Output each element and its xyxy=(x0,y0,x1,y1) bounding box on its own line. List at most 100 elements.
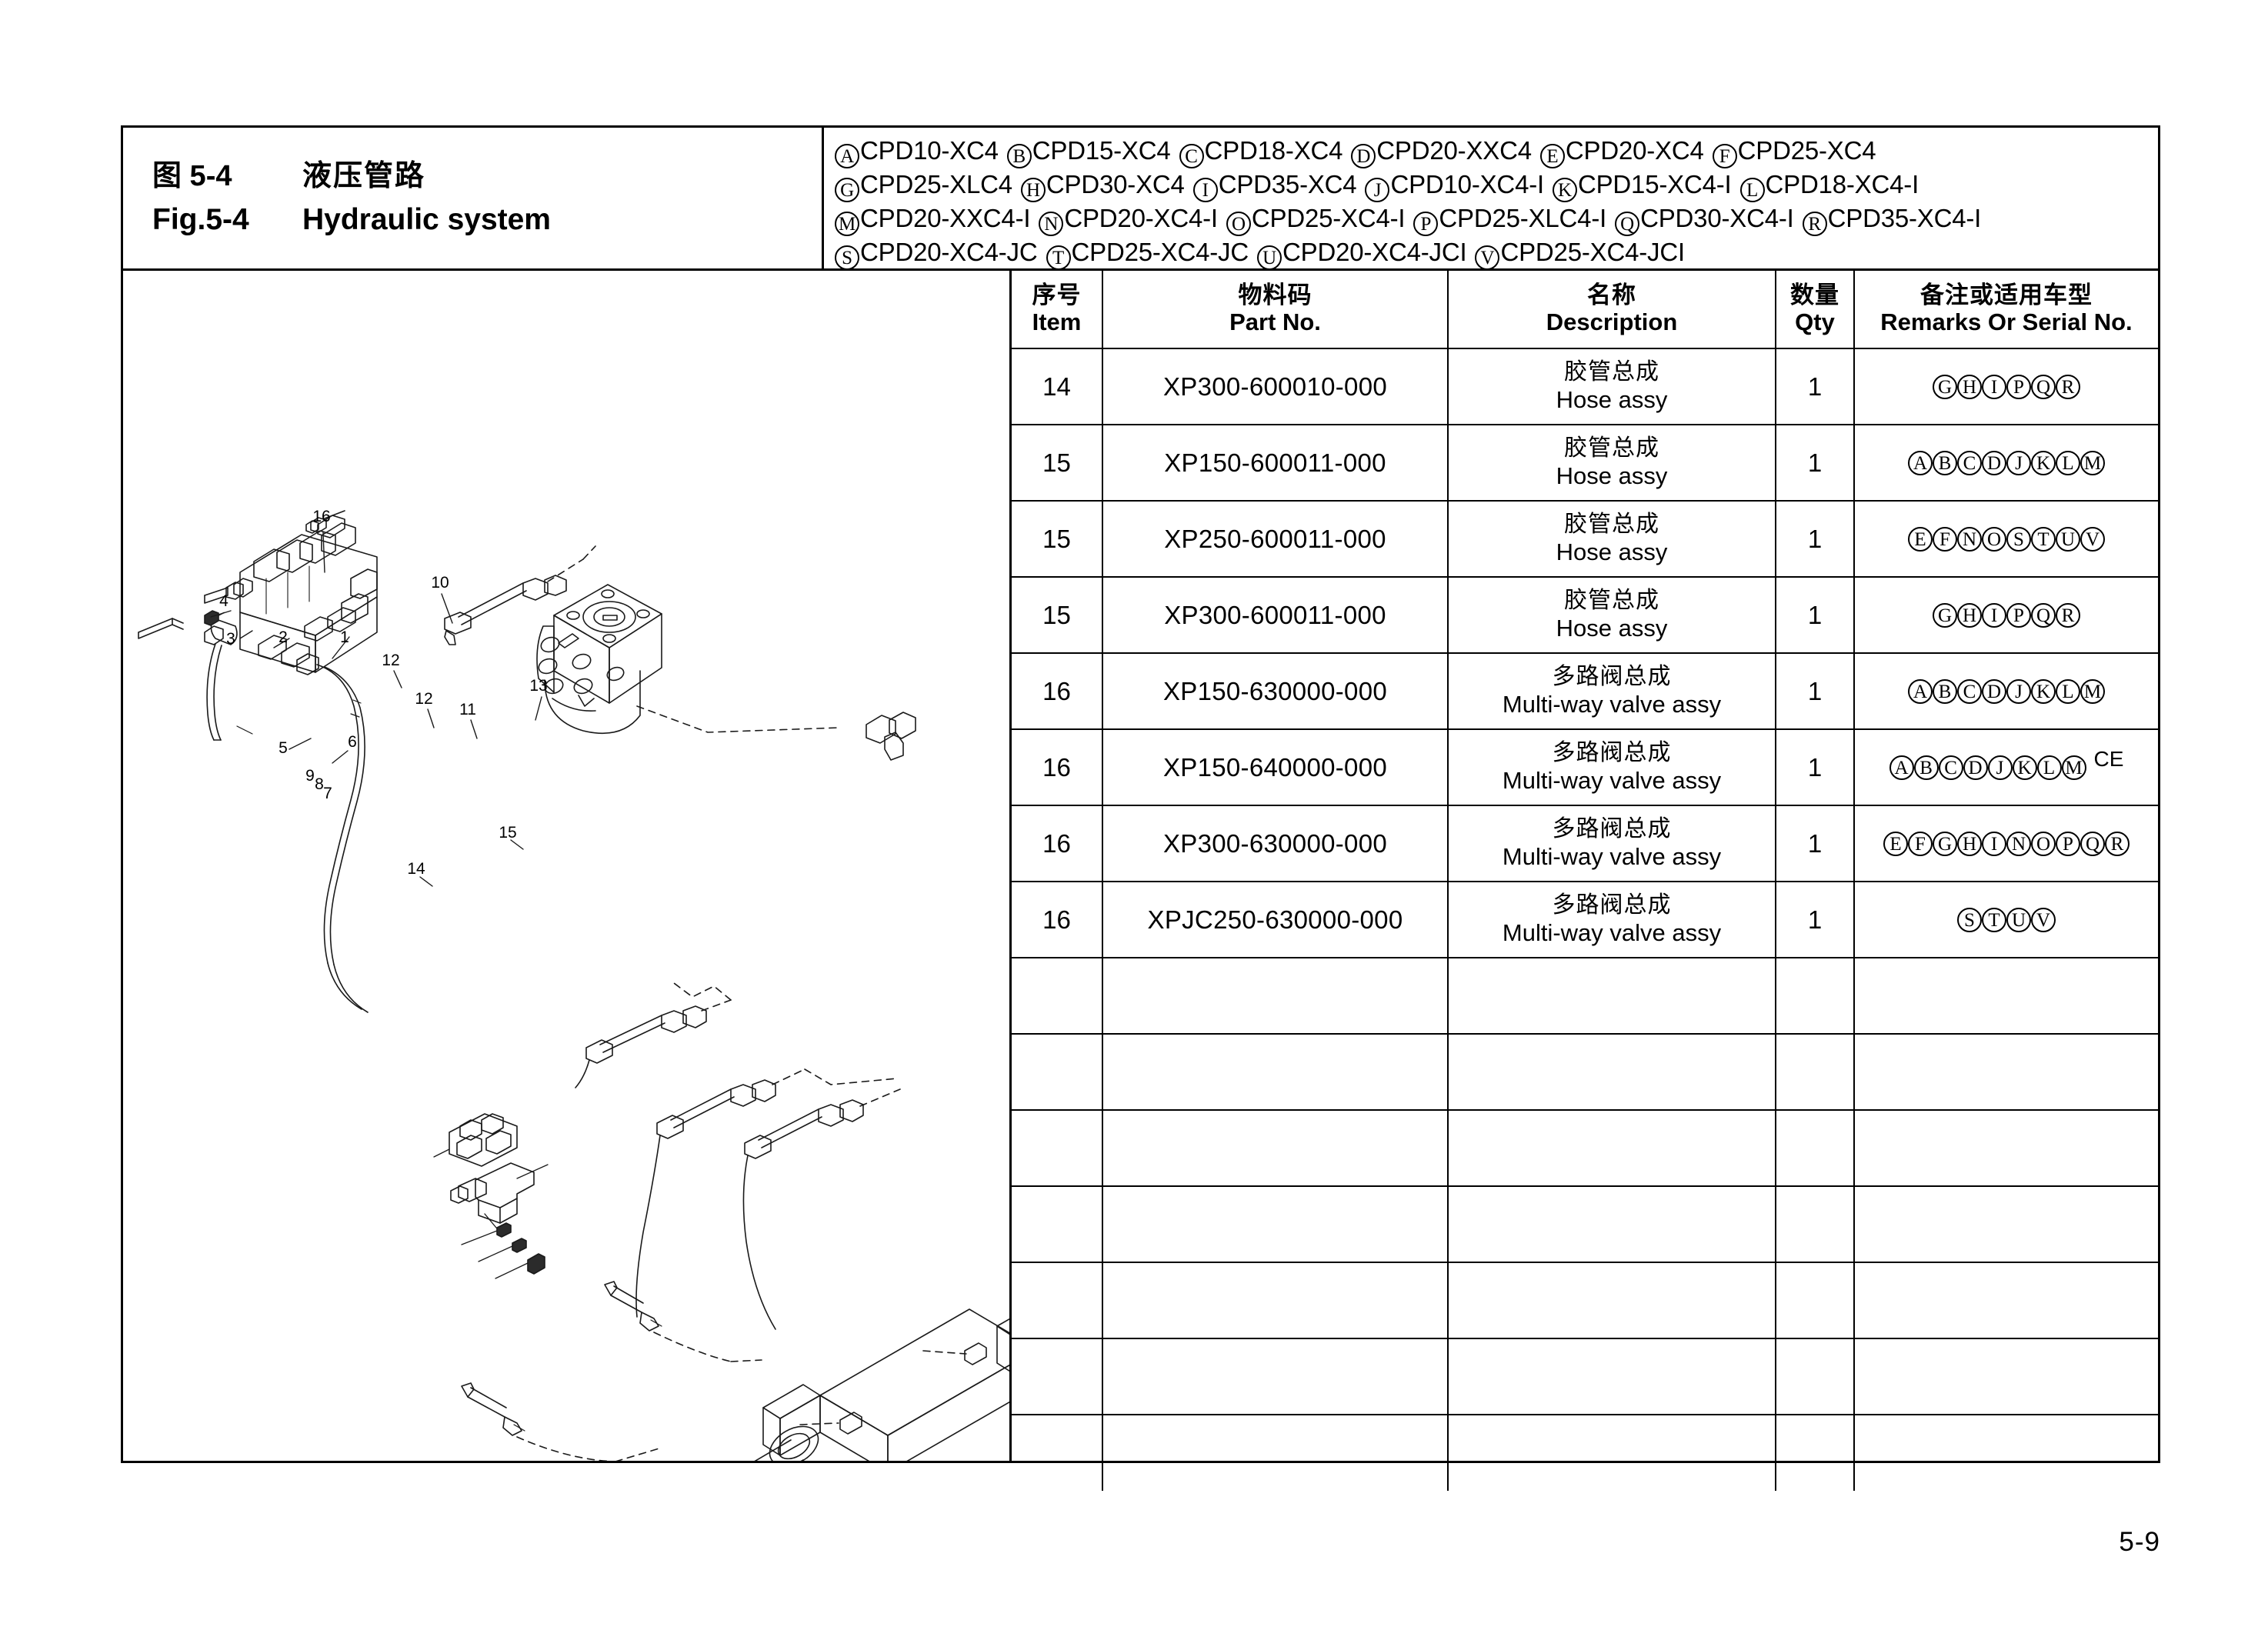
model-code-text: CPD35-XC4-I xyxy=(1827,203,1982,232)
cell-description-empty xyxy=(1448,1262,1776,1339)
model-code-text: CPD25-XLC4 xyxy=(860,169,1012,198)
connector-12b xyxy=(635,1068,898,1318)
hose-15 xyxy=(604,1281,967,1362)
circled-letter-c: C xyxy=(1938,755,1963,780)
circled-letter-m: M xyxy=(835,211,859,236)
cell-part-no-empty xyxy=(1102,958,1449,1035)
cell-qty-empty xyxy=(1776,958,1855,1035)
figure-title-cn-row: 图 5-4 液压管路 xyxy=(152,162,822,191)
circled-letter-t: T xyxy=(2031,526,2056,552)
circled-letter-e: E xyxy=(1539,143,1565,168)
cell-part-no-empty xyxy=(1102,1415,1449,1491)
header-remarks-cn: 备注或适用车型 xyxy=(1920,282,2093,309)
header-remarks-en: Remarks Or Serial No. xyxy=(1880,308,2133,335)
description-en: Multi-way valve assy xyxy=(1502,690,1722,718)
circled-letter-j: J xyxy=(2006,678,2031,704)
cell-part-no: XPJC250-630000-000 xyxy=(1102,882,1449,958)
cell-item-empty xyxy=(1012,1415,1103,1491)
cell-part-no-empty xyxy=(1102,1338,1449,1415)
circled-letter-k: K xyxy=(2012,755,2037,780)
circled-letter-a: A xyxy=(1908,450,1933,475)
circled-letter-f: F xyxy=(1933,526,1957,552)
circled-letter-h: H xyxy=(1957,374,1982,399)
circled-letter-g: G xyxy=(1933,374,1957,399)
cell-item-empty xyxy=(1012,1186,1103,1263)
bracket-6 xyxy=(450,1162,549,1233)
callout-number-3: 3 xyxy=(226,630,235,648)
circled-letter-h: H xyxy=(1020,177,1046,202)
circled-letter-q: Q xyxy=(2031,602,2056,628)
table-row-empty xyxy=(1012,1415,2158,1491)
description-en: Hose assy xyxy=(1556,462,1668,489)
table-row-empty xyxy=(1012,958,2158,1035)
model-code-text: CPD30-XC4-I xyxy=(1640,203,1794,232)
description-cn: 多路阀总成 xyxy=(1552,892,1672,918)
circled-letter-g: G xyxy=(835,177,859,202)
parts-table-pane: 序号 Item 物料码 Part No. 名称 Description 数量 xyxy=(1012,271,2158,1491)
circled-letter-n: N xyxy=(1039,211,1064,236)
header-qty: 数量 Qty xyxy=(1776,271,1855,349)
connector-11 xyxy=(742,1088,901,1330)
cell-qty: 1 xyxy=(1776,653,1855,730)
description-en: Hose assy xyxy=(1556,538,1668,565)
callout-number-10: 10 xyxy=(431,574,449,592)
cell-qty: 1 xyxy=(1776,805,1855,882)
circled-letter-r: R xyxy=(2105,831,2130,856)
circled-letter-i: I xyxy=(1192,177,1218,202)
circled-letter-j: J xyxy=(1987,755,2013,780)
cell-remarks-empty xyxy=(1854,958,2158,1035)
callout-number-13: 13 xyxy=(529,677,547,695)
parts-table-head: 序号 Item 物料码 Part No. 名称 Description 数量 xyxy=(1012,271,2158,349)
header-remarks: 备注或适用车型 Remarks Or Serial No. xyxy=(1854,271,2158,349)
circled-letter-h: H xyxy=(1957,602,1982,628)
circled-letter-o: O xyxy=(2031,831,2056,856)
model-code-text: CPD20-XC4-JC xyxy=(860,237,1038,266)
circled-letter-f: F xyxy=(1712,143,1737,168)
circled-letter-n: N xyxy=(1957,526,1982,552)
cell-description-empty xyxy=(1448,1338,1776,1415)
connector-10 xyxy=(444,545,596,645)
model-code-text: CPD10-XC4 xyxy=(860,135,999,165)
circled-letter-u: U xyxy=(2056,526,2080,552)
circled-letter-l: L xyxy=(2056,450,2080,475)
header-qty-en: Qty xyxy=(1795,308,1835,335)
table-row-empty xyxy=(1012,1262,2158,1339)
model-code-text: CPD35-XC4 xyxy=(1218,169,1357,198)
circled-letter-r: R xyxy=(2056,374,2080,399)
circled-letter-v: V xyxy=(2031,907,2056,932)
callout-number-7: 7 xyxy=(323,785,332,802)
circled-letter-n: N xyxy=(2006,831,2031,856)
cell-item: 15 xyxy=(1012,501,1103,578)
callout-number-5: 5 xyxy=(278,739,288,757)
circled-letter-q: Q xyxy=(2080,831,2105,856)
circled-letter-d: D xyxy=(1982,678,2006,704)
cell-part-no-empty xyxy=(1102,1110,1449,1187)
cell-remarks-empty xyxy=(1854,1338,2158,1415)
circled-letter-e: E xyxy=(1908,526,1933,552)
cell-qty: 1 xyxy=(1776,729,1855,806)
cell-item-empty xyxy=(1012,1034,1103,1111)
circled-letter-c: C xyxy=(1957,678,1982,704)
model-code-text: CPD25-XC4-JCI xyxy=(1500,237,1685,266)
cell-description-empty xyxy=(1448,1415,1776,1491)
circled-letter-g: G xyxy=(1933,602,1957,628)
